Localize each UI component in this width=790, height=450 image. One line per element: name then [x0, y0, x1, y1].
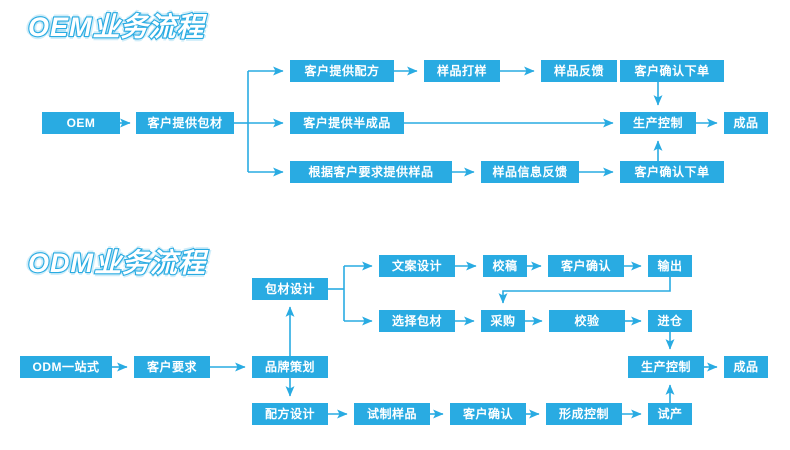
node-odm-shuchu[interactable]: 输出: [648, 255, 692, 277]
node-oem-yangpin[interactable]: 根据客户要求提供样品: [290, 161, 452, 183]
node-odm-yaoqiu[interactable]: 客户要求: [134, 356, 210, 378]
node-odm-wenan[interactable]: 文案设计: [379, 255, 455, 277]
section-title-oem: OEM业务流程: [27, 12, 205, 42]
node-odm-jiaoyan[interactable]: 校验: [549, 310, 625, 332]
node-oem-xiadan-top[interactable]: 客户确认下单: [620, 60, 724, 82]
node-odm-shizhi[interactable]: 试制样品: [354, 403, 430, 425]
node-oem-xinxi[interactable]: 样品信息反馈: [481, 161, 579, 183]
node-oem-start[interactable]: OEM: [42, 112, 120, 134]
node-odm-chengpin[interactable]: 成品: [724, 356, 768, 378]
node-odm-kongzhi[interactable]: 生产控制: [628, 356, 704, 378]
node-odm-jincang[interactable]: 进仓: [648, 310, 692, 332]
node-odm-caigou[interactable]: 采购: [481, 310, 525, 332]
node-oem-fankui[interactable]: 样品反馈: [541, 60, 617, 82]
node-oem-dayang[interactable]: 样品打样: [424, 60, 500, 82]
node-oem-chengpin[interactable]: 成品: [724, 112, 768, 134]
node-oem-banchengpin[interactable]: 客户提供半成品: [290, 112, 404, 134]
node-oem-peifang[interactable]: 客户提供配方: [290, 60, 394, 82]
node-odm-queren-1[interactable]: 客户确认: [548, 255, 624, 277]
node-oem-baocai[interactable]: 客户提供包材: [136, 112, 234, 134]
node-odm-start[interactable]: ODM一站式: [20, 356, 112, 378]
node-odm-peifang[interactable]: 配方设计: [252, 403, 328, 425]
node-odm-jiaogao[interactable]: 校稿: [483, 255, 527, 277]
section-title-odm: ODM业务流程: [27, 248, 206, 278]
node-odm-shichan[interactable]: 试产: [648, 403, 692, 425]
node-oem-kongzhi[interactable]: 生产控制: [620, 112, 696, 134]
node-oem-xiadan-bot[interactable]: 客户确认下单: [620, 161, 724, 183]
node-odm-xingcheng[interactable]: 形成控制: [546, 403, 622, 425]
node-odm-cehua[interactable]: 品牌策划: [252, 356, 328, 378]
node-odm-queren-2[interactable]: 客户确认: [450, 403, 526, 425]
node-odm-baocai[interactable]: 包材设计: [252, 278, 328, 300]
node-odm-xuanze[interactable]: 选择包材: [379, 310, 455, 332]
edge-odm-shuchu-to-caigou: [498, 277, 671, 304]
